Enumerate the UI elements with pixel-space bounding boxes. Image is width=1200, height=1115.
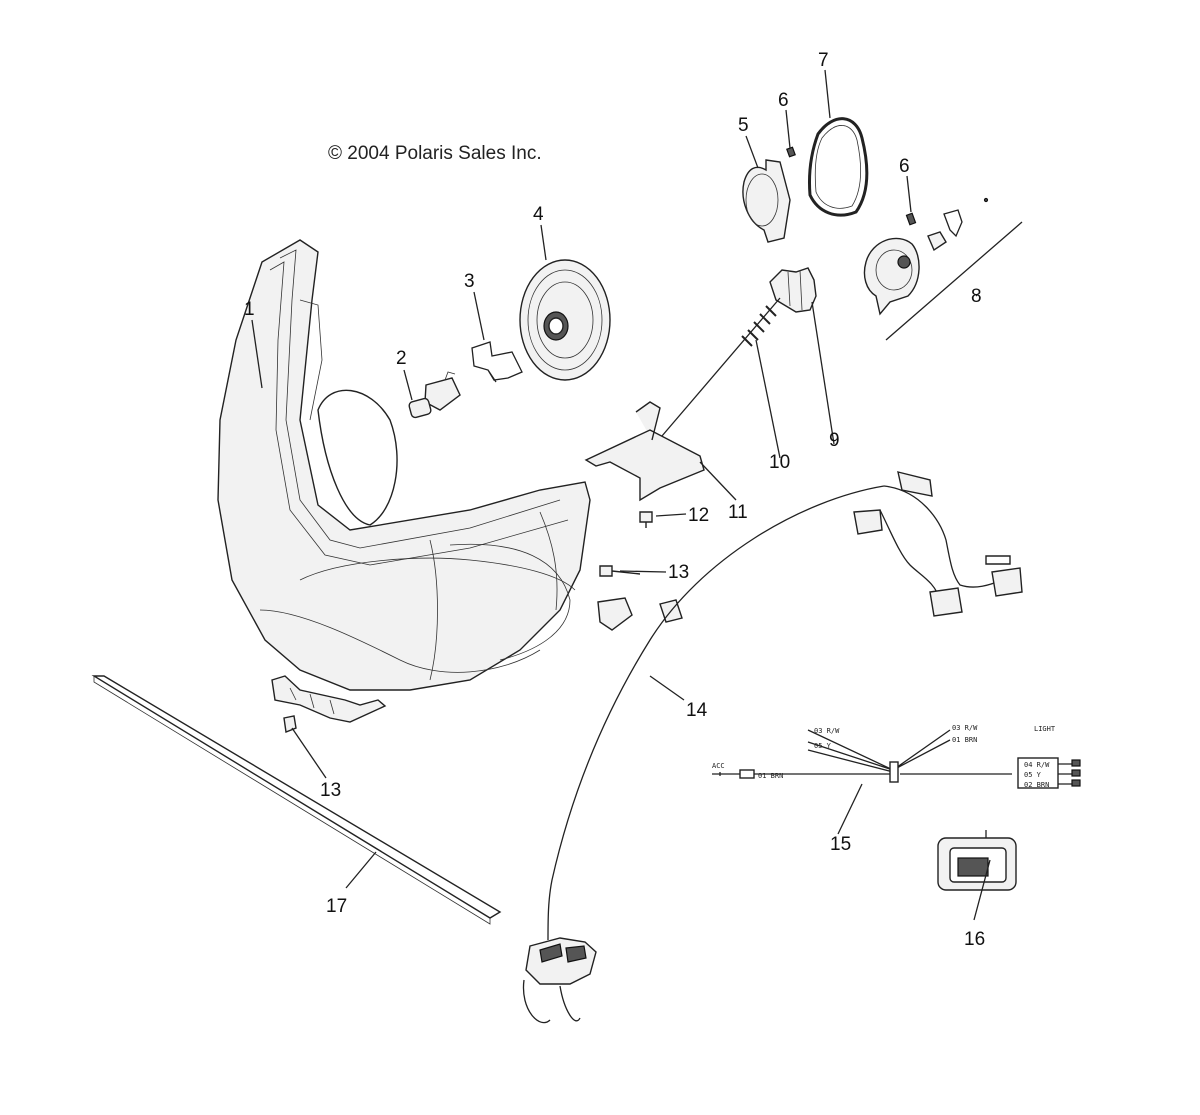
adjuster-knob xyxy=(769,267,817,313)
harness-label-right-mid: 01 BRN xyxy=(952,736,977,744)
callout-1: 1 xyxy=(244,299,255,320)
callout-6: 6 xyxy=(778,90,789,111)
callout-6b: 6 xyxy=(899,156,910,177)
wire-harness xyxy=(522,471,1023,1024)
harness-label-light: LIGHT xyxy=(1034,725,1056,733)
light-switch xyxy=(937,830,1017,891)
callout-4: 4 xyxy=(533,204,544,225)
headlight-housing xyxy=(217,239,633,723)
harness-label-end-2: 05 Y xyxy=(1024,771,1042,779)
jumper-harness: 03 R/W 05 Y 01 BRN ACC 03 R/W 01 BRN LIG… xyxy=(712,724,1081,789)
callout-17: 17 xyxy=(326,896,347,917)
callout-14: 14 xyxy=(686,700,708,721)
callout-16: 16 xyxy=(964,929,985,950)
bulb xyxy=(408,371,461,419)
screw-upper xyxy=(786,146,796,158)
callout-5: 5 xyxy=(738,115,749,136)
screw-13-upper xyxy=(599,565,641,577)
harness-label-right-top: 03 R/W xyxy=(952,724,978,732)
spring-clip xyxy=(471,341,523,383)
callout-numbers: 1 2 3 4 5 6 7 6 8 9 10 11 12 13 13 14 15… xyxy=(244,50,985,950)
rear-lamp-assembly xyxy=(863,197,1023,341)
adjuster-spring xyxy=(649,297,781,451)
screw-12 xyxy=(639,511,653,528)
callout-3: 3 xyxy=(464,271,475,292)
lamp-housing xyxy=(742,159,791,243)
callout-2: 2 xyxy=(396,348,407,369)
screw-13-lower xyxy=(283,715,297,733)
harness-label-left-lower: 01 BRN xyxy=(758,772,783,780)
callout-9: 9 xyxy=(829,430,840,451)
callout-13b: 13 xyxy=(320,780,341,801)
leader-lines xyxy=(251,69,991,921)
foam-strip xyxy=(91,675,502,925)
reflector-cover xyxy=(519,259,611,381)
harness-label-left-mid: 05 Y xyxy=(814,742,832,750)
callout-12: 12 xyxy=(688,505,709,526)
screw-lower xyxy=(905,212,917,226)
harness-label-end-3: 02 BRN xyxy=(1024,781,1049,789)
gasket xyxy=(808,117,869,217)
callout-11: 11 xyxy=(728,502,748,523)
harness-label-acc: ACC xyxy=(712,762,725,770)
callout-15: 15 xyxy=(830,834,851,855)
copyright-notice: © 2004 Polaris Sales Inc. xyxy=(328,143,542,164)
callout-7: 7 xyxy=(818,50,829,71)
callout-10: 10 xyxy=(769,452,790,473)
harness-label-end-1: 04 R/W xyxy=(1024,761,1050,769)
callout-8: 8 xyxy=(971,286,982,307)
harness-label-left-top: 03 R/W xyxy=(814,727,840,735)
mounting-bracket xyxy=(584,401,705,502)
callout-13a: 13 xyxy=(668,562,689,583)
